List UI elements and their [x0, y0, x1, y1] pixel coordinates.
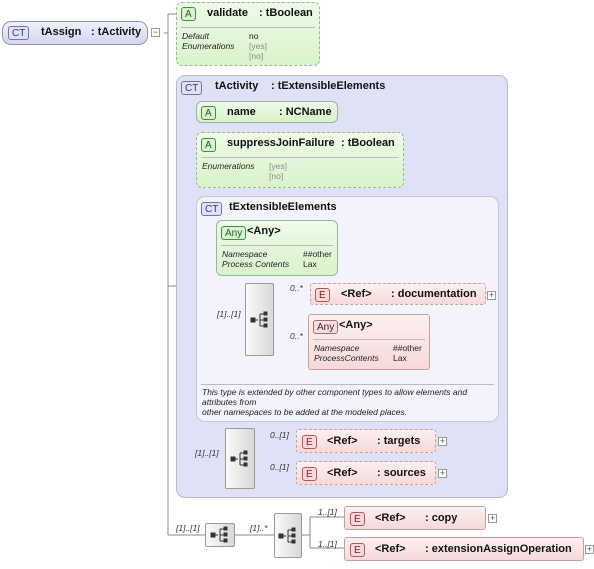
type-name: tExtensibleElements: [229, 201, 337, 213]
root-name: tAssign: [41, 26, 82, 38]
divider: [201, 384, 494, 385]
divider: [201, 157, 399, 158]
attribute-icon: A: [181, 7, 196, 21]
occurrence-label: 0..*: [290, 331, 303, 341]
sequence-icon: [250, 311, 268, 328]
expand-icon[interactable]: +: [438, 436, 447, 446]
process-contents-label: Process Contents: [222, 259, 290, 269]
element-copy[interactable]: E <Ref> : copy: [344, 506, 486, 530]
occurrence-label: 0..[1]: [270, 462, 289, 472]
occurrence-label: [1]..[1]: [176, 523, 200, 533]
attribute-name: suppressJoinFailure: [227, 137, 335, 149]
occurrence-label: 0..*: [290, 283, 303, 293]
element-name: : targets: [377, 435, 421, 447]
any-icon: Any: [221, 226, 247, 240]
occurrence-label: [1]..*: [250, 523, 268, 533]
sequence-compositor[interactable]: [245, 283, 274, 356]
sequence-icon: [230, 450, 248, 467]
element-name: : copy: [425, 512, 458, 524]
enumerations-label: Enumerations: [202, 161, 255, 171]
root-type: : tActivity: [91, 26, 142, 38]
default-label: Default: [182, 31, 209, 41]
namespace-label: Namespace: [222, 249, 268, 259]
enum-value: [yes]: [269, 161, 287, 171]
process-contents-value: Lax: [303, 259, 317, 269]
occurrence-label: 0..[1]: [270, 430, 289, 440]
sequence-compositor[interactable]: [225, 428, 255, 489]
attribute-name: validate: [207, 7, 248, 19]
any-name: <Any>: [339, 319, 373, 331]
sequence-compositor[interactable]: [205, 523, 235, 547]
attribute-suppressjoinfailure[interactable]: A suppressJoinFailure : tBoolean Enumera…: [196, 132, 404, 188]
element-sources[interactable]: E <Ref> : sources: [296, 461, 436, 485]
expand-icon[interactable]: +: [487, 290, 496, 300]
complex-type-icon: CT: [181, 81, 203, 95]
enumerations-label: Enumerations: [182, 41, 235, 51]
attribute-type: : tBoolean: [259, 7, 313, 19]
namespace-value: ##other: [303, 249, 332, 259]
process-contents-label: ProcessContents: [314, 353, 379, 363]
occurrence-label: [1]..[1]: [195, 448, 219, 458]
element-ref: <Ref>: [327, 435, 358, 447]
any-icon: Any: [313, 320, 339, 334]
element-ref: <Ref>: [341, 288, 372, 300]
enum-value: [no]: [269, 171, 284, 181]
any-name: <Any>: [247, 225, 281, 237]
element-ref: <Ref>: [375, 543, 406, 555]
element-name: : documentation: [391, 288, 477, 300]
description-line: attributes from: [202, 397, 257, 407]
enum-value: [yes]: [249, 41, 267, 51]
complex-type-icon: CT: [201, 202, 223, 216]
sequence-icon: [210, 526, 228, 543]
type-base: : tExtensibleElements: [271, 80, 386, 92]
element-name: : extensionAssignOperation: [425, 543, 572, 555]
any-element[interactable]: Any <Any> Namespace ##other ProcessConte…: [308, 314, 430, 370]
expand-icon[interactable]: +: [488, 513, 497, 523]
element-documentation[interactable]: E <Ref> : documentation: [310, 283, 486, 305]
divider: [181, 27, 315, 28]
occurrence-label: [1]..[1]: [217, 309, 241, 319]
occurrence-label: 1..[1]: [318, 507, 337, 517]
namespace-label: Namespace: [314, 343, 360, 353]
any-attribute[interactable]: Any <Any> Namespace ##other Process Cont…: [216, 220, 338, 276]
enum-value: [no]: [249, 51, 264, 61]
attribute-name-label: name: [227, 106, 256, 118]
expand-icon[interactable]: +: [438, 468, 447, 478]
divider: [221, 245, 333, 246]
complex-type-icon: CT: [8, 26, 30, 40]
description-line: other namespaces to be added at the mode…: [202, 407, 408, 417]
process-contents-value: Lax: [393, 353, 407, 363]
attribute-name[interactable]: A name : NCName: [196, 101, 338, 123]
namespace-value: ##other: [393, 343, 422, 353]
element-name: : sources: [377, 467, 426, 479]
element-icon: E: [350, 512, 365, 526]
element-icon: E: [350, 543, 365, 557]
occurrence-label: 1..[1]: [318, 539, 337, 549]
element-extensionassignoperation[interactable]: E <Ref> : extensionAssignOperation: [344, 537, 584, 561]
root-complex-type-tassign[interactable]: CT tAssign : tActivity: [2, 21, 148, 45]
element-icon: E: [315, 288, 330, 302]
element-icon: E: [302, 467, 317, 481]
type-name: tActivity: [215, 80, 259, 92]
element-ref: <Ref>: [327, 467, 358, 479]
attribute-type: : tBoolean: [341, 137, 395, 149]
default-value: no: [249, 31, 259, 41]
attribute-icon: A: [201, 106, 216, 120]
choice-icon: [278, 527, 296, 544]
attribute-type: : NCName: [279, 106, 332, 118]
attribute-icon: A: [201, 138, 216, 152]
attribute-validate[interactable]: A validate : tBoolean Default no Enumera…: [176, 2, 320, 66]
element-ref: <Ref>: [375, 512, 406, 524]
element-targets[interactable]: E <Ref> : targets: [296, 429, 436, 453]
divider: [313, 339, 425, 340]
collapse-icon[interactable]: −: [151, 27, 160, 37]
description-line: This type is extended by other component…: [202, 387, 468, 397]
expand-icon[interactable]: +: [585, 544, 594, 554]
element-icon: E: [302, 435, 317, 449]
choice-compositor[interactable]: [274, 513, 302, 558]
